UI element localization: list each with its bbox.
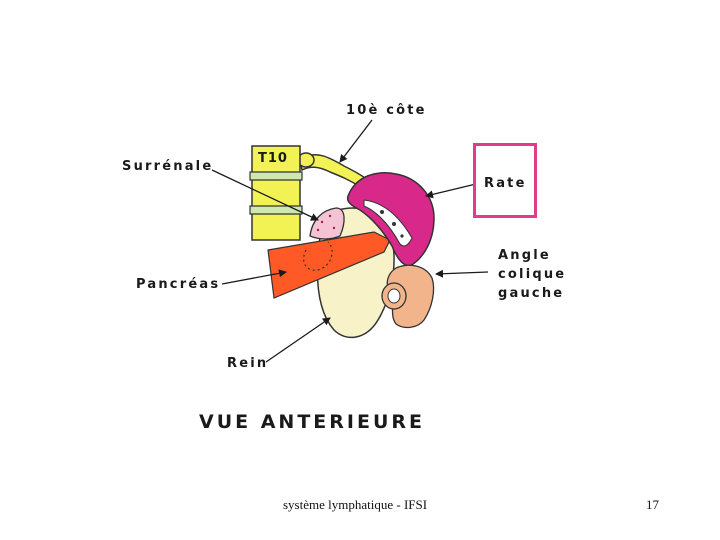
label-angle-line3: gauche <box>498 286 565 301</box>
page-number: 17 <box>646 497 659 512</box>
vertebra-t10 <box>249 145 303 241</box>
leader-arrows <box>211 119 489 363</box>
left-colic-angle <box>381 264 435 329</box>
arrow-rib10 <box>339 119 373 163</box>
arrow-angle <box>435 269 489 278</box>
footer-text: système lymphatique - IFSI <box>283 497 428 512</box>
rib-10 <box>297 152 370 190</box>
spleen <box>346 172 435 267</box>
diagram-title: VUE ANTERIEURE <box>199 411 425 433</box>
arrow-rate <box>425 183 477 199</box>
label-angle-line1: Angle <box>498 248 551 263</box>
label-pancreas: Pancréas <box>136 277 221 292</box>
label-rein: Rein <box>227 356 269 371</box>
arrow-surrenale <box>211 169 319 221</box>
pancreas <box>267 231 391 299</box>
label-rate: Rate <box>484 176 527 191</box>
label-rib10: 10è côte <box>346 103 427 118</box>
label-angle-colique: Angle colique gauche <box>498 246 566 303</box>
rate-highlight-box <box>473 143 537 218</box>
adrenal-gland <box>309 207 345 240</box>
arrow-rein <box>265 317 331 363</box>
label-surrenale: Surrénale <box>122 159 214 174</box>
label-angle-line2: colique <box>498 267 567 282</box>
label-t10: T10 <box>258 151 288 166</box>
arrow-pancreas <box>221 269 287 285</box>
